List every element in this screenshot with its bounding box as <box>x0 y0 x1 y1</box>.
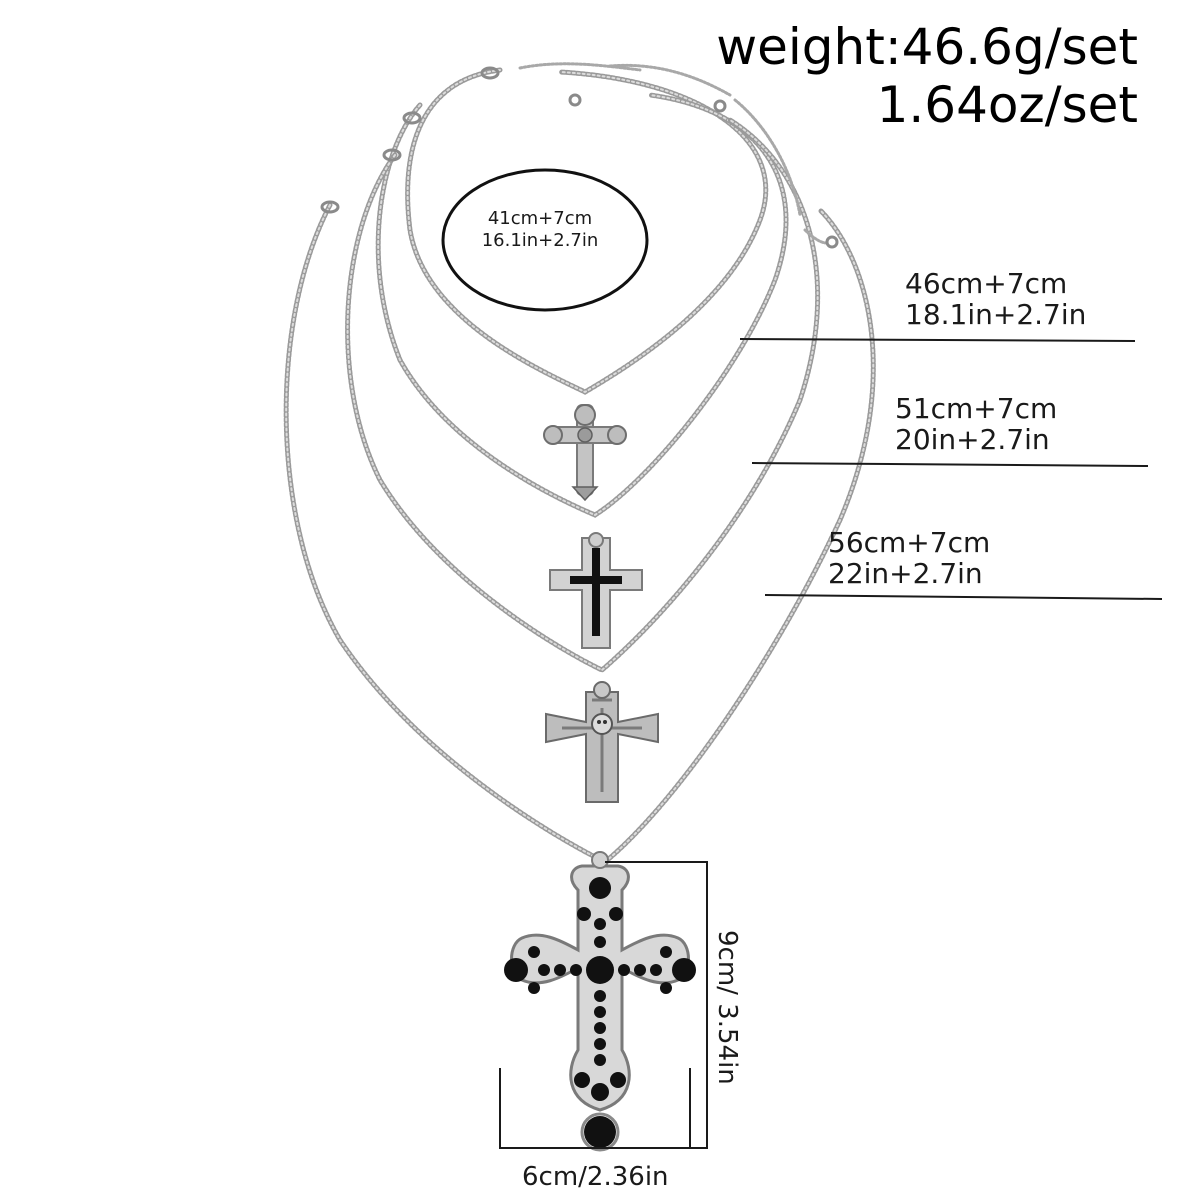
cross-pendant-black-inlay <box>549 532 643 649</box>
size-inch: 16.1in+2.7in <box>481 230 599 251</box>
size-cm: 51cm+7cm <box>895 392 1058 425</box>
size-inch: 22in+2.7in <box>828 557 983 590</box>
size-label-3: 51cm+7cm 20in+2.7in <box>895 393 1057 455</box>
leader-lines <box>739 338 1163 600</box>
cross-pendant-large <box>504 851 696 1152</box>
extender-chains <box>518 62 830 245</box>
size-inch: 18.1in+2.7in <box>905 298 1087 331</box>
size-label-2: 46cm+7cm 18.1in+2.7in <box>905 268 1086 330</box>
cross-pendant-gothic <box>545 681 659 803</box>
size-label-1: 41cm+7cm 16.1in+2.7in <box>470 208 610 252</box>
clasp-icons <box>320 66 839 249</box>
size-cm: 56cm+7cm <box>828 526 991 559</box>
size-cm: 46cm+7cm <box>905 267 1068 300</box>
pendant-height-label: 9cm/ 3.54in <box>712 930 742 1085</box>
cross-pendant-small <box>543 404 627 502</box>
weight-grams: weight:46.6g/set <box>716 18 1138 76</box>
size-inch: 20in+2.7in <box>895 423 1050 456</box>
weight-label: weight:46.6g/set 1.64oz/set <box>716 18 1138 134</box>
size-oval <box>441 168 649 312</box>
size-label-4: 56cm+7cm 22in+2.7in <box>828 527 990 589</box>
size-cm: 41cm+7cm <box>487 208 593 229</box>
weight-ounces: 1.64oz/set <box>876 76 1138 134</box>
pendant-width-label: 6cm/2.36in <box>522 1162 669 1192</box>
dimension-lines <box>499 861 708 1149</box>
chain-4 <box>283 202 876 865</box>
